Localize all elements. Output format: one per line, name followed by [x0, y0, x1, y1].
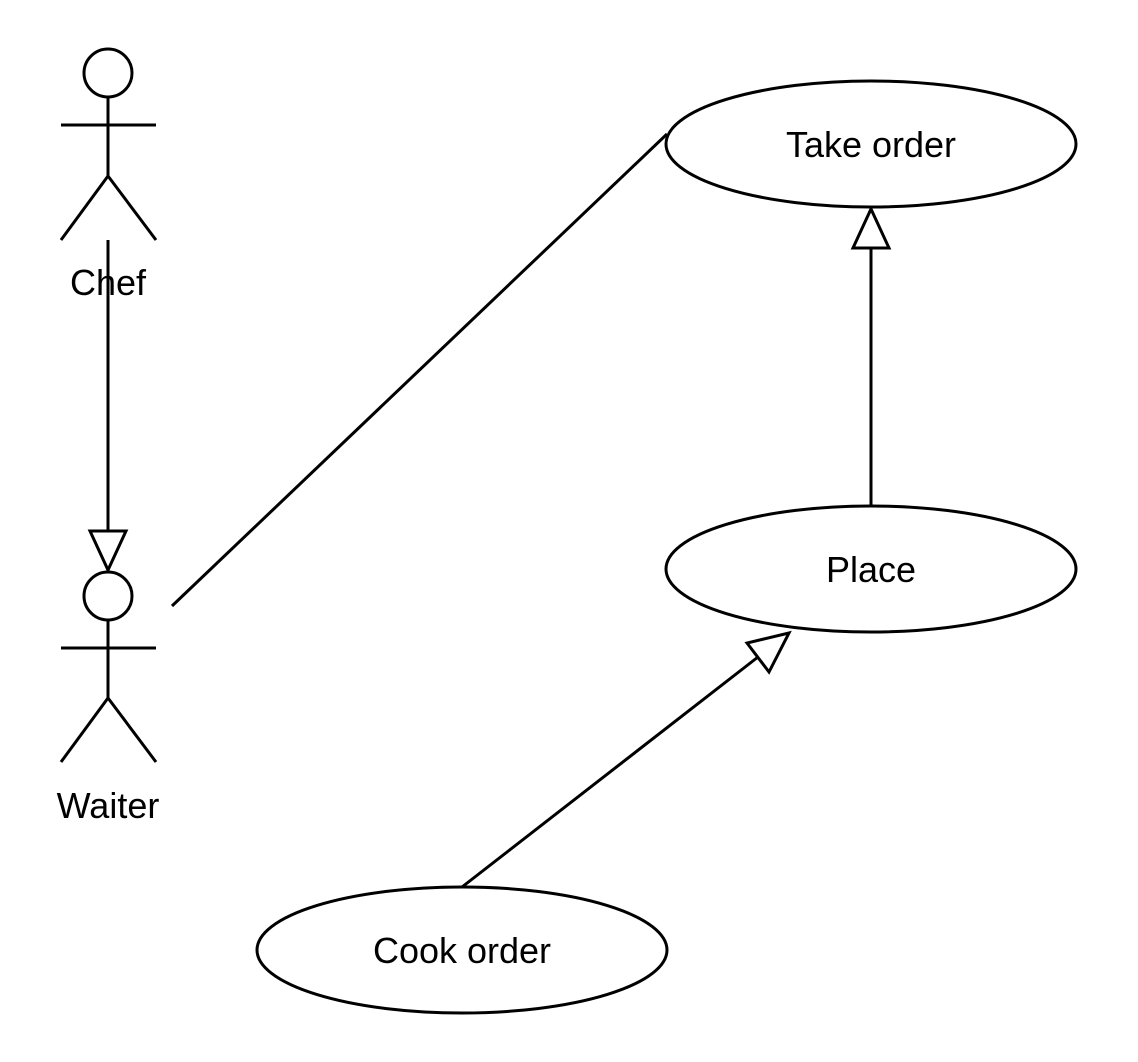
generalization-line — [461, 655, 759, 889]
generalization-cook-order-to-place[interactable] — [461, 630, 792, 889]
actor-chef-head — [82, 47, 134, 99]
association-waiter-take-order[interactable] — [170, 132, 669, 608]
actor-waiter-head — [82, 570, 134, 622]
use-case-place-label: Place — [826, 549, 916, 590]
use-case-cook-order-ellipse — [255, 885, 669, 1015]
actor-waiter-left-leg — [59, 697, 110, 763]
actor-waiter-label: Waiter — [57, 785, 160, 826]
use-case-take-order[interactable]: Take order — [664, 79, 1078, 209]
use-case-cook-order[interactable]: Cook order — [255, 885, 669, 1015]
use-case-place[interactable]: Place — [664, 504, 1078, 634]
actor-waiter-right-leg — [106, 697, 158, 763]
actor-waiter[interactable]: Waiter — [57, 570, 160, 826]
generalization-arrowhead — [744, 630, 792, 675]
generalization-chef-to-waiter[interactable] — [87, 240, 129, 574]
generalization-arrowhead — [87, 529, 129, 574]
generalization-arrowhead — [850, 205, 892, 250]
actor-chef-right-leg — [106, 175, 158, 241]
generalization-place-to-take-order[interactable] — [850, 205, 892, 506]
use-case-take-order-label: Take order — [786, 124, 956, 165]
actor-chef-left-leg — [59, 175, 110, 241]
use-case-cook-order-label: Cook order — [373, 930, 551, 971]
use-case-place-ellipse — [664, 504, 1078, 634]
